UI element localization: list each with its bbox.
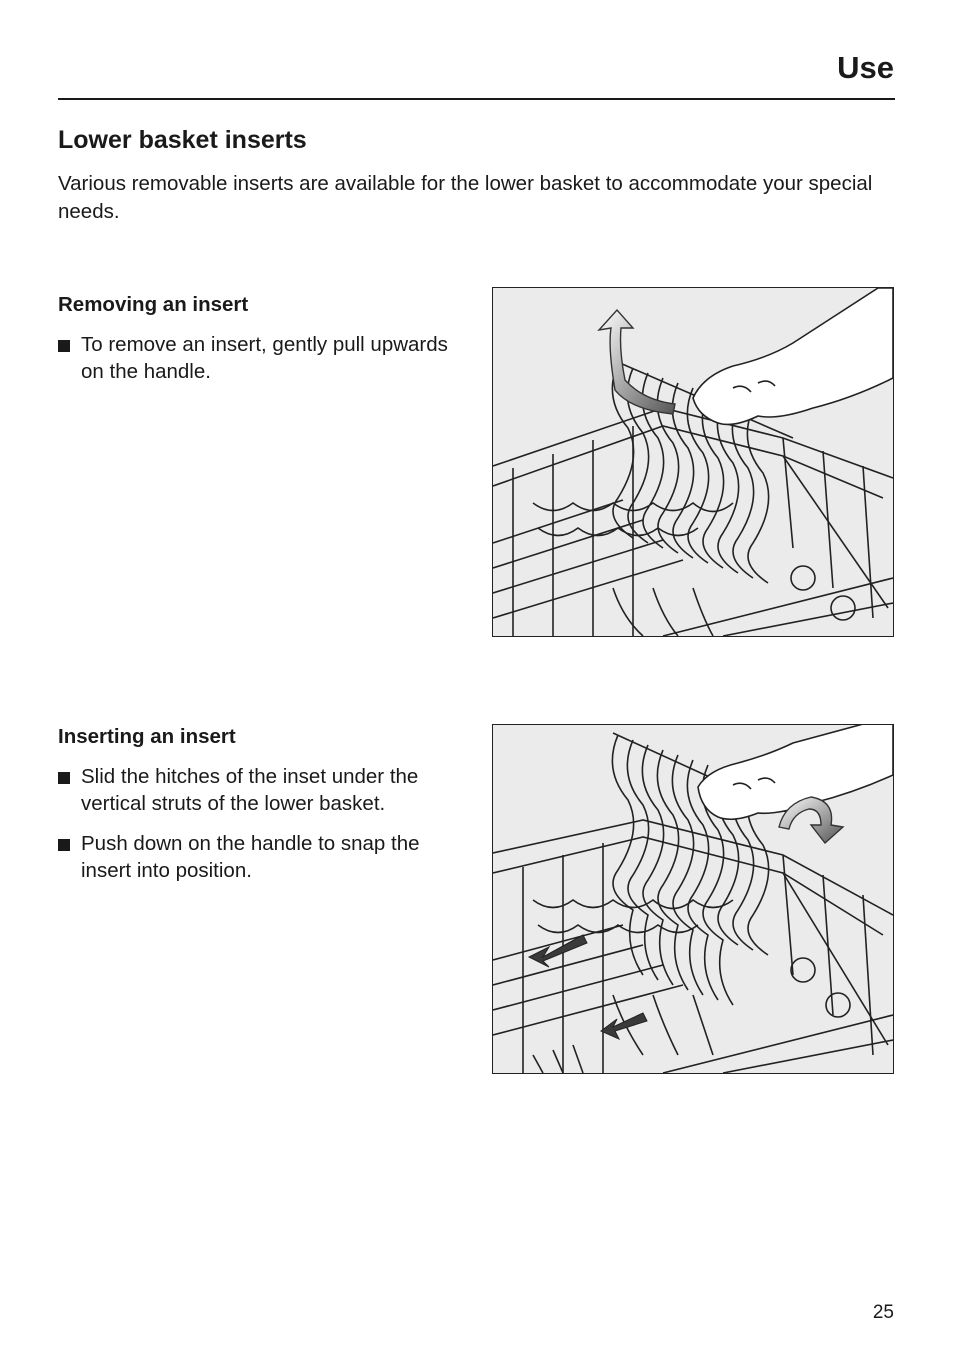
removing-instructions: To remove an insert, gently pull upwards…: [58, 331, 468, 398]
page-section-title: Use: [837, 50, 894, 85]
inserting-insert-illustration: [492, 724, 894, 1074]
push-down-arrow-icon: [778, 796, 845, 845]
square-bullet-icon: [58, 340, 70, 352]
list-item-text: Push down on the handle to snap the inse…: [81, 832, 420, 882]
inserting-instructions: Slid the hitches of the inset under the …: [58, 763, 468, 897]
removing-heading: Removing an insert: [58, 293, 249, 316]
basket-frame: [493, 407, 893, 636]
basket-frame: [493, 819, 893, 1073]
insert-rack: [532, 732, 794, 1056]
list-item: Slid the hitches of the inset under the …: [58, 763, 468, 817]
pull-up-arrow-icon: [597, 308, 676, 415]
page-number: 25: [872, 1302, 894, 1323]
hitch-arrow-icon: [527, 934, 648, 1041]
list-item: Push down on the handle to snap the inse…: [58, 830, 468, 884]
hand-illustration: [697, 725, 893, 821]
list-item-text: Slid the hitches of the inset under the …: [81, 765, 419, 815]
list-item: To remove an insert, gently pull upwards…: [58, 331, 468, 385]
inserting-heading: Inserting an insert: [58, 725, 236, 748]
section-intro: Various removable inserts are available …: [58, 172, 873, 223]
square-bullet-icon: [58, 839, 70, 851]
section-heading: Lower basket inserts: [58, 126, 307, 154]
removing-insert-illustration: [492, 287, 894, 637]
list-item-text: To remove an insert, gently pull upwards…: [81, 333, 448, 383]
header-divider: [58, 98, 895, 100]
hand-illustration: [692, 288, 893, 426]
square-bullet-icon: [58, 772, 70, 784]
